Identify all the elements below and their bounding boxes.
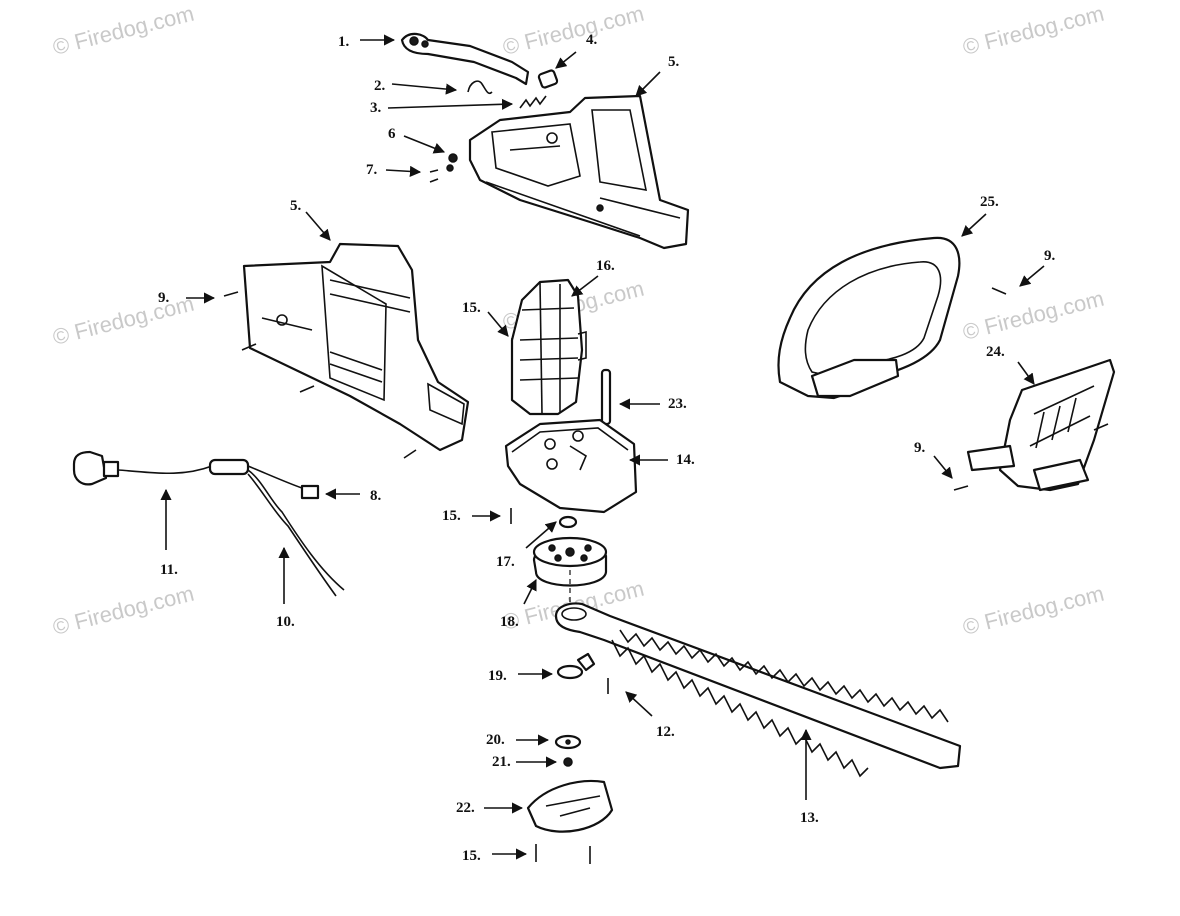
part-switch-lever bbox=[400, 32, 530, 86]
callout-17: 17. bbox=[496, 554, 515, 570]
watermark: © Firedog.com bbox=[960, 1, 1106, 60]
part-gear-housing bbox=[504, 418, 638, 514]
watermark: © Firedog.com bbox=[960, 286, 1106, 345]
callout-19: 19. bbox=[488, 668, 507, 684]
callout-25: 25. bbox=[980, 194, 999, 210]
part-hand-guard bbox=[966, 358, 1116, 492]
part-button-cap bbox=[537, 69, 559, 89]
callout-9-bottom-right: 9. bbox=[914, 440, 926, 456]
callout-8: 8. bbox=[370, 488, 382, 504]
callout-23: 23. bbox=[668, 396, 687, 412]
part-bottom-screws bbox=[510, 338, 591, 864]
callout-15-mid: 15. bbox=[442, 508, 461, 524]
callout-20: 20. bbox=[486, 732, 505, 748]
callout-6: 6 bbox=[388, 126, 396, 142]
callout-15-bottom: 15. bbox=[462, 848, 481, 864]
callout-18: 18. bbox=[500, 614, 519, 630]
part-handle-screws bbox=[953, 287, 1109, 491]
part-housing-right-half bbox=[468, 94, 690, 250]
callout-22: 22. bbox=[456, 800, 475, 816]
part-pin bbox=[600, 368, 612, 426]
callout-11: 11. bbox=[160, 562, 178, 578]
part-housing-left-half bbox=[242, 242, 470, 452]
watermark: © Firedog.com bbox=[50, 291, 196, 350]
watermark: © Firedog.com bbox=[50, 581, 196, 640]
callout-3: 3. bbox=[370, 100, 382, 116]
callout-10: 10. bbox=[276, 614, 295, 630]
watermark: © Firedog.com bbox=[960, 581, 1106, 640]
part-spring bbox=[519, 95, 547, 109]
part-nut bbox=[563, 757, 573, 767]
callout-5-left: 5. bbox=[290, 198, 302, 214]
callout-2: 2. bbox=[374, 78, 386, 94]
callout-arrows bbox=[160, 34, 1045, 860]
callout-9-top-right: 9. bbox=[1044, 248, 1056, 264]
callout-12: 12. bbox=[656, 724, 675, 740]
part-spacer bbox=[558, 515, 578, 529]
part-washer bbox=[554, 734, 582, 750]
part-power-cord bbox=[72, 450, 345, 597]
part-cutting-blade bbox=[554, 602, 962, 778]
callout-24: 24. bbox=[986, 344, 1005, 360]
callout-4: 4. bbox=[586, 32, 598, 48]
part-bottom-cover bbox=[526, 779, 614, 833]
part-spring-clip bbox=[467, 80, 493, 95]
part-housing-screws bbox=[223, 291, 417, 459]
watermark: © Firedog.com bbox=[500, 1, 646, 60]
watermark: © Firedog.com bbox=[50, 1, 196, 60]
callout-9-left: 9. bbox=[158, 290, 170, 306]
part-gear bbox=[532, 536, 608, 620]
callout-13: 13. bbox=[800, 810, 819, 826]
part-eccentric bbox=[556, 652, 596, 680]
callout-14: 14. bbox=[676, 452, 695, 468]
callout-7: 7. bbox=[366, 162, 378, 178]
part-small-screws bbox=[429, 153, 458, 183]
part-motor bbox=[510, 278, 587, 416]
callout-16: 16. bbox=[596, 258, 615, 274]
callout-21: 21. bbox=[492, 754, 511, 770]
callout-labels: 1. 2. 3. 4. 5. 5. 6 7. 8. 9. 9. 9. 10. 1… bbox=[158, 32, 1056, 864]
callout-15-top: 15. bbox=[462, 300, 481, 316]
part-front-handle bbox=[777, 236, 961, 400]
callout-5-top: 5. bbox=[668, 54, 680, 70]
callout-1: 1. bbox=[338, 34, 350, 50]
